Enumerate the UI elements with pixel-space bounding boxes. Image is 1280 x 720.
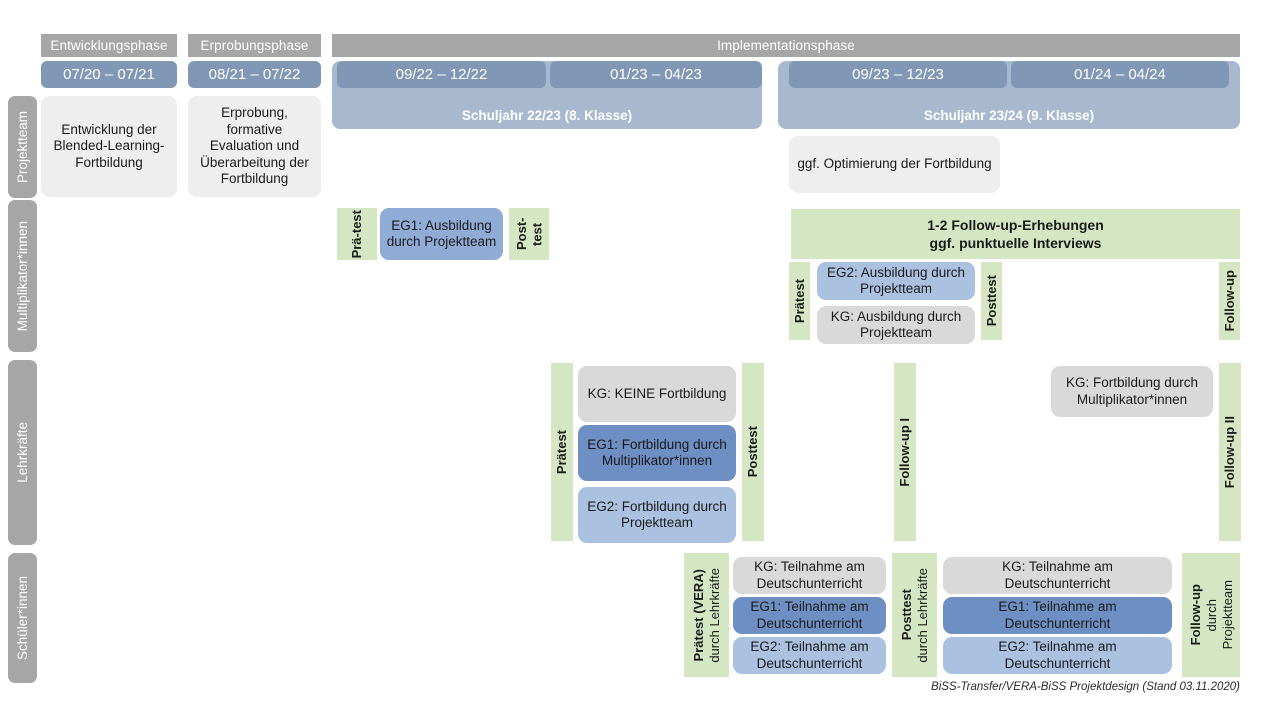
lehrkraefte-posttest-text: Posttest xyxy=(745,426,761,478)
multiplikatoren-eg2-card: EG2: Ausbildung durch Projektteam xyxy=(817,262,975,300)
schueler-eg2-card-1: EG2: Teilnahme am Deutschunterricht xyxy=(733,637,886,674)
projektteam-card-entwicklung: Entwicklung der Blended-Learning-Fortbil… xyxy=(41,96,177,197)
multiplikatoren-praetest-1-text: Prä-test xyxy=(349,209,365,259)
lehrkraefte-eg2-card: EG2: Fortbildung durch Projektteam xyxy=(578,487,736,543)
projektteam-card-erprobung-text: Erprobung, formative Evaluation und Über… xyxy=(200,105,309,187)
lehrkraefte-praetest-bar: Prätest xyxy=(551,363,573,541)
lehrkraefte-kg-card: KG: KEINE Fortbildung xyxy=(578,366,736,422)
multiplikatoren-posttest-2: Posttest xyxy=(981,262,1002,340)
schueler-praetest-sub-text: durch Lehrkräfte xyxy=(707,567,722,663)
schueler-eg2-card-2: EG2: Teilnahme am Deutschunterricht xyxy=(943,637,1172,674)
projektteam-card-entwicklung-text: Entwicklung der Blended-Learning-Fortbil… xyxy=(53,121,165,170)
projektteam-card-erprobung: Erprobung, formative Evaluation und Über… xyxy=(188,96,321,197)
lehrkraefte-posttest-bar: Posttest xyxy=(742,363,764,541)
period-label: 01/23 – 04/23 xyxy=(610,66,702,83)
lehrkraefte-eg1-text: EG1: Fortbildung durch Multiplikator*inn… xyxy=(587,436,727,468)
schueler-posttest-sub-text: durch Lehrkräfte xyxy=(915,567,930,663)
schoolyear-22-23-label: Schuljahr 22/23 (8. Klasse) xyxy=(461,108,633,123)
schueler-eg2-card-1-text: EG2: Teilnahme am Deutschunterricht xyxy=(750,639,869,671)
footnote: BiSS-Transfer/VERA-BiSS Projektdesign (S… xyxy=(840,681,1240,697)
multiplikatoren-followup-banner-line2: ggf. punktuelle Interviews xyxy=(929,235,1102,251)
period-08-21-07-22: 08/21 – 07/22 xyxy=(188,61,321,88)
phase-header-erprobung: Erprobungsphase xyxy=(188,34,321,57)
schueler-praetest-bold-text: Prätest (VERA) xyxy=(691,568,706,662)
schueler-eg1-card-1-text: EG1: Teilnahme am Deutschunterricht xyxy=(750,599,869,631)
row-label-multiplikatoren-text: Multiplikator*innen xyxy=(15,220,30,332)
lehrkraefte-eg2-text: EG2: Fortbildung durch Projektteam xyxy=(587,498,727,530)
lehrkraefte-followup-2-text: Follow-up II xyxy=(1222,415,1238,489)
multiplikatoren-posttest-1-text: Post-test xyxy=(513,217,544,251)
multiplikatoren-praetest-2-text: Prätest xyxy=(791,278,807,324)
multiplikatoren-eg1-card: EG1: Ausbildung durch Projektteam xyxy=(380,208,503,260)
schueler-eg2-card-2-text: EG2: Teilnahme am Deutschunterricht xyxy=(998,639,1117,671)
multiplikatoren-followup-banner-line1: 1-2 Follow-up-Erhebungen xyxy=(927,216,1104,233)
period-01-23-04-23: 01/23 – 04/23 xyxy=(550,61,762,88)
row-label-schueler: Schüler*innen xyxy=(8,553,37,683)
period-label: 08/21 – 07/22 xyxy=(208,66,301,83)
row-label-lehrkraefte-text: Lehrkräfte xyxy=(15,422,30,483)
schueler-followup-bold-text: Follow-up xyxy=(1187,584,1203,646)
schueler-kg-card-1-text: KG: Teilnahme am Deutschunterricht xyxy=(754,559,865,591)
multiplikatoren-eg1-text: EG1: Ausbildung durch Projektteam xyxy=(386,217,497,249)
period-label: 07/20 – 07/21 xyxy=(63,66,155,83)
schueler-posttest-bold-text: Posttest xyxy=(899,589,914,641)
phase-header-implementation: Implementationsphase xyxy=(332,34,1240,57)
lehrkraefte-followup-1-text: Follow-up I xyxy=(897,417,913,487)
multiplikatoren-kg-text: KG: Ausbildung durch Projektteam xyxy=(830,308,962,340)
projektteam-card-optimierung: ggf. Optimierung der Fortbildung xyxy=(789,136,1000,193)
multiplikatoren-posttest-1: Post-test xyxy=(509,208,549,260)
phase-header-entwicklung: Entwicklungsphase xyxy=(41,34,177,57)
multiplikatoren-praetest-1: Prä-test xyxy=(337,208,377,260)
multiplikatoren-followup-banner: 1-2 Follow-up-Erhebungen ggf. punktuelle… xyxy=(791,209,1240,259)
lehrkraefte-praetest-text: Prätest xyxy=(554,429,570,475)
phase-header-implementation-label: Implementationsphase xyxy=(717,38,855,53)
lehrkraefte-eg1-card: EG1: Fortbildung durch Multiplikator*inn… xyxy=(578,425,736,481)
phase-header-erprobung-label: Erprobungsphase xyxy=(200,38,309,53)
schueler-followup-sub2-text: Projektteam xyxy=(1219,580,1235,650)
period-label: 09/23 – 12/23 xyxy=(852,66,944,83)
multiplikatoren-kg-card: KG: Ausbildung durch Projektteam xyxy=(817,306,975,344)
lehrkraefte-followup-1-bar: Follow-up I xyxy=(894,363,916,541)
schueler-followup-sub1-text: durch xyxy=(1203,598,1219,632)
schueler-kg-card-2-text: KG: Teilnahme am Deutschunterricht xyxy=(1002,559,1113,591)
period-09-23-12-23: 09/23 – 12/23 xyxy=(789,61,1007,88)
period-09-22-12-22: 09/22 – 12/22 xyxy=(337,61,546,88)
multiplikatoren-praetest-2: Prätest xyxy=(789,262,810,340)
schueler-posttest-bar: Posttest durch Lehrkräfte xyxy=(892,553,937,677)
schueler-followup-bar: Follow-up durch Projektteam xyxy=(1182,553,1240,677)
period-label: 01/24 – 04/24 xyxy=(1074,66,1166,83)
schueler-eg1-card-1: EG1: Teilnahme am Deutschunterricht xyxy=(733,597,886,634)
period-07-20-07-21: 07/20 – 07/21 xyxy=(41,61,177,88)
schueler-eg1-card-2-text: EG1: Teilnahme am Deutschunterricht xyxy=(998,599,1117,631)
footnote-text: BiSS-Transfer/VERA-BiSS Projektdesign (S… xyxy=(931,681,1240,693)
multiplikatoren-followup-bar-text: Follow-up xyxy=(1221,270,1237,332)
row-label-schueler-text: Schüler*innen xyxy=(15,575,30,661)
multiplikatoren-posttest-2-text: Posttest xyxy=(983,275,999,327)
schueler-kg-card-1: KG: Teilnahme am Deutschunterricht xyxy=(733,557,886,594)
schueler-eg1-card-2: EG1: Teilnahme am Deutschunterricht xyxy=(943,597,1172,634)
phase-header-entwicklung-label: Entwicklungsphase xyxy=(50,38,168,53)
multiplikatoren-eg2-text: EG2: Ausbildung durch Projektteam xyxy=(826,264,966,296)
schoolyear-23-24-label: Schuljahr 23/24 (9. Klasse) xyxy=(923,108,1095,123)
period-label: 09/22 – 12/22 xyxy=(395,66,488,83)
multiplikatoren-followup-bar: Follow-up xyxy=(1219,262,1240,340)
row-label-multiplikatoren: Multiplikator*innen xyxy=(8,200,37,352)
lehrkraefte-kg-text: KG: KEINE Fortbildung xyxy=(587,385,727,401)
lehrkraefte-kg-followup-card: KG: Fortbildung durch Multiplikator*inne… xyxy=(1051,366,1213,417)
period-01-24-04-24: 01/24 – 04/24 xyxy=(1011,61,1229,88)
lehrkraefte-kg-followup-text: KG: Fortbildung durch Multiplikator*inne… xyxy=(1065,375,1199,407)
schueler-kg-card-2: KG: Teilnahme am Deutschunterricht xyxy=(943,557,1172,594)
row-label-projektteam: Projektteam xyxy=(8,96,37,198)
schueler-praetest-bar: Prätest (VERA) durch Lehrkräfte xyxy=(684,553,729,677)
lehrkraefte-followup-2-bar: Follow-up II xyxy=(1219,363,1241,541)
row-label-projektteam-text: Projektteam xyxy=(15,110,30,184)
row-label-lehrkraefte: Lehrkräfte xyxy=(8,360,37,545)
projektteam-card-optimierung-text: ggf. Optimierung der Fortbildung xyxy=(797,156,992,172)
